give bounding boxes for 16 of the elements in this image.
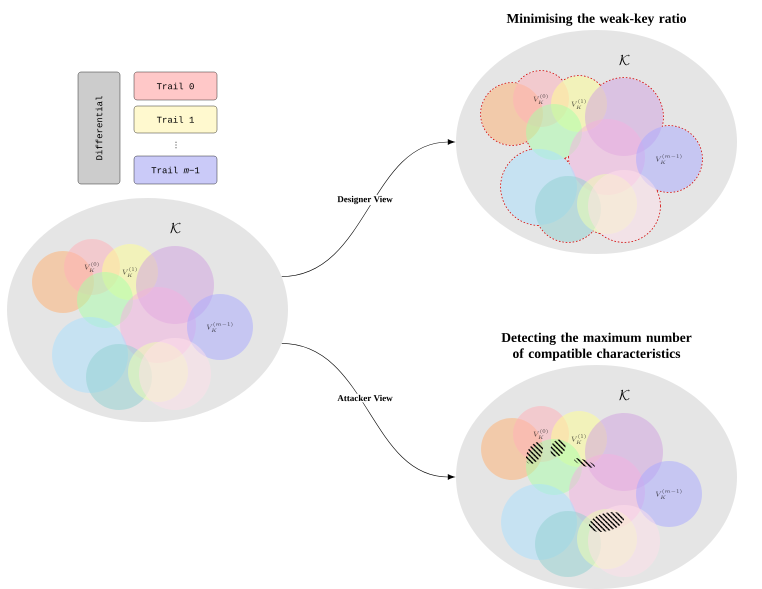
circle [501, 149, 577, 225]
view-title: Minimising the weak-key ratio [506, 13, 686, 26]
edge-label: Attacker View [336, 394, 394, 402]
circle [588, 170, 660, 242]
circle [139, 338, 211, 410]
circle [588, 505, 660, 577]
circle [501, 484, 577, 560]
view-title: Detecting the maximum number of compatible characteristics [502, 332, 692, 361]
curved-arrow [282, 139, 455, 277]
trail-box: Trail 1 [134, 106, 218, 134]
trail-box: Trail 0 [134, 72, 218, 100]
curved-arrow [282, 343, 455, 480]
circle [52, 317, 128, 393]
vertical-label-box: Differential [78, 72, 120, 184]
trail-box: Trail m−1 [134, 156, 218, 184]
edge-label: Designer View [336, 194, 394, 206]
